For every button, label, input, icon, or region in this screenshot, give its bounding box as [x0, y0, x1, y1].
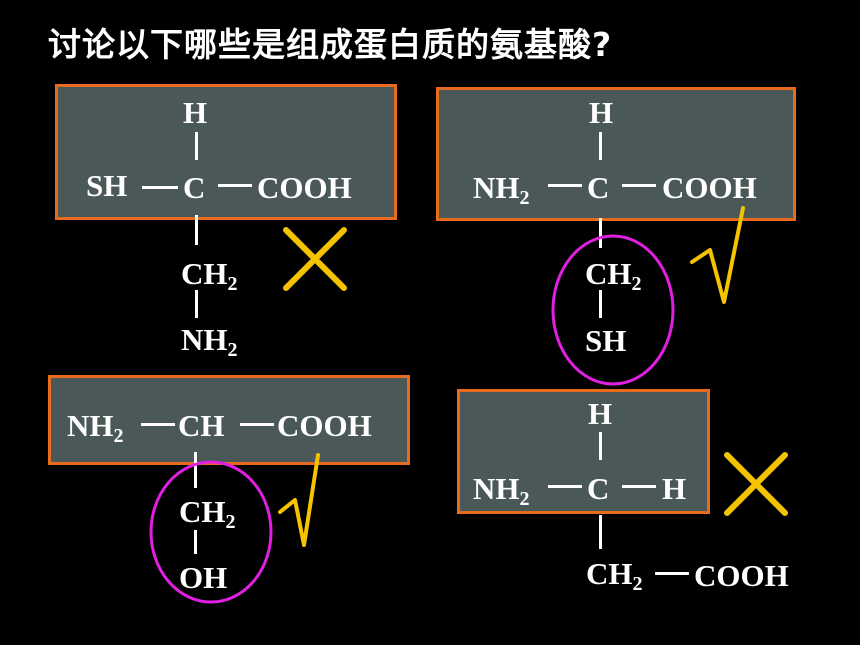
molecule-1-box	[55, 84, 397, 220]
highlight-circle-3	[149, 460, 273, 604]
m4-center-c: C	[587, 471, 610, 506]
molecule-3-box	[48, 375, 410, 465]
m4-tail-cooh: COOH	[694, 558, 789, 593]
m3-oh: OH	[179, 560, 228, 595]
m3-left-nh2: NH2	[67, 408, 124, 447]
m2-left-nh2: NH2	[473, 170, 530, 209]
m2-center-c: C	[587, 170, 610, 205]
check-mark-2	[690, 206, 745, 304]
m3-center-ch: CH	[178, 408, 225, 443]
m3-ch2: CH2	[179, 494, 236, 533]
cross-mark-4	[724, 452, 788, 516]
m1-ch2: CH2	[181, 256, 238, 295]
m2-ch2: CH2	[585, 256, 642, 295]
m2-right-cooh: COOH	[662, 170, 757, 205]
m1-center-c: C	[183, 170, 206, 205]
m2-sh: SH	[585, 323, 627, 358]
m1-right-cooh: COOH	[257, 170, 352, 205]
m4-right-h: H	[662, 471, 687, 506]
slide-title: 讨论以下哪些是组成蛋白质的氨基酸?	[48, 25, 613, 64]
molecule-2-box	[436, 87, 796, 221]
m1-nh2: NH2	[181, 322, 238, 361]
m4-ch2: CH2	[586, 556, 643, 595]
m3-right-cooh: COOH	[277, 408, 372, 443]
m2-h: H	[589, 95, 614, 130]
cross-mark-1	[283, 227, 347, 291]
m4-h-top: H	[588, 396, 613, 431]
highlight-circle-2	[551, 234, 675, 386]
check-mark-3	[278, 453, 320, 547]
molecule-4-box	[457, 389, 710, 514]
m4-left-nh2: NH2	[473, 471, 530, 510]
m1-left-sh: SH	[86, 168, 128, 203]
m1-h: H	[183, 95, 208, 130]
